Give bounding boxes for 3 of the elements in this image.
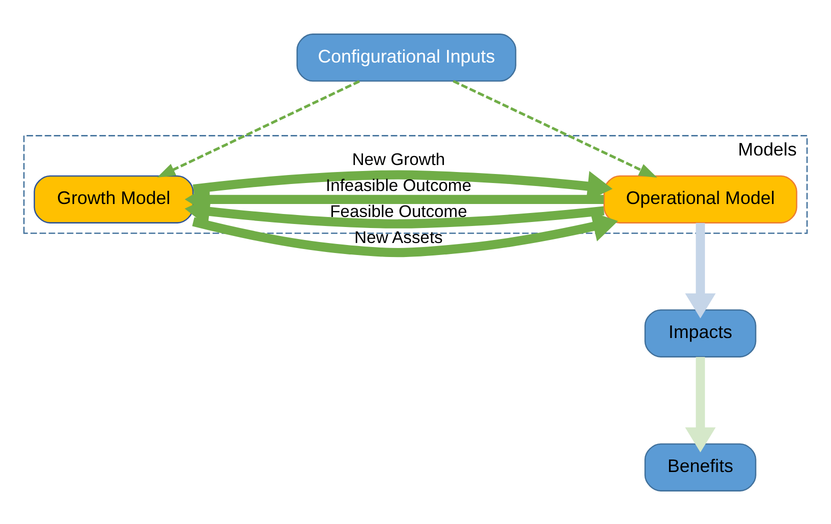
edge-label: Infeasible Outcome xyxy=(326,175,472,194)
edge-label: Feasible Outcome xyxy=(330,201,468,220)
edge-label: New Growth xyxy=(352,149,446,168)
